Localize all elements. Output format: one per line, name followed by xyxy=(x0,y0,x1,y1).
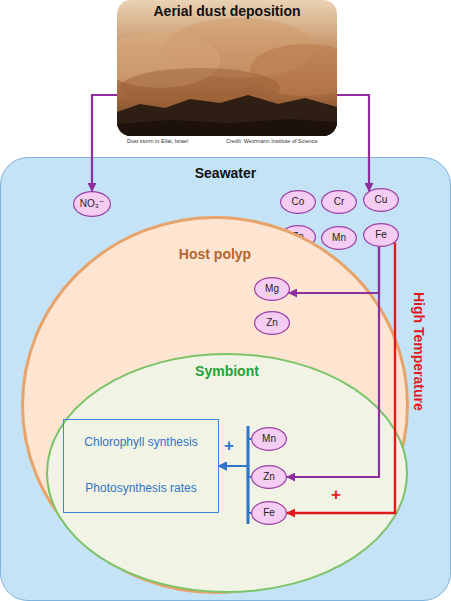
ion-symbol: Fe xyxy=(251,507,287,519)
ion-symbol: Cr xyxy=(321,196,357,208)
ion-circle: NO₃⁻ xyxy=(73,191,111,217)
ion-symbol: Zn xyxy=(254,317,290,329)
ion-circle-shape xyxy=(364,224,399,247)
ion-circle-shape xyxy=(252,428,287,451)
ion-circle-shape xyxy=(74,192,111,217)
ion-symbol: Zn xyxy=(251,471,287,483)
ion-symbol: NO₃⁻ xyxy=(73,198,111,210)
ion-circle: Fe xyxy=(363,223,399,247)
ion-symbol: Mn xyxy=(251,433,287,445)
ion-circle-shape xyxy=(252,502,287,525)
ground-silhouette xyxy=(117,95,337,136)
ion-symbol: Mn xyxy=(321,232,357,244)
effect-sign: + xyxy=(331,486,341,505)
ion-circle: Mn xyxy=(251,427,287,451)
process-text: Chlorophyll synthesis xyxy=(64,436,218,450)
flow-arrow xyxy=(219,466,251,513)
ion-circle: Cu xyxy=(363,188,399,212)
flow-arrow xyxy=(287,243,395,513)
ion-circle: Zn xyxy=(254,311,290,335)
ion-circle-shape xyxy=(364,189,399,212)
host-polyp-circle: MgZnChlorophyll synthesisPhotosynthesis … xyxy=(21,216,409,594)
ion-circle: Mn xyxy=(321,226,357,250)
symbiont-circle-shape xyxy=(47,354,407,592)
ion-circle: Cr xyxy=(321,190,357,214)
flow-arrow xyxy=(337,95,369,191)
symbiont-circle-outline xyxy=(46,353,408,593)
effect-sign: + xyxy=(224,437,234,456)
ion-symbol: Co xyxy=(280,196,316,208)
flow-arrow xyxy=(219,466,251,477)
ion-circle: Co xyxy=(280,190,316,214)
process-text: Photosynthesis rates xyxy=(64,482,218,496)
flow-arrow xyxy=(92,95,117,191)
symbiont-circle: Chlorophyll synthesisPhotosynthesis rate… xyxy=(46,353,408,593)
region-title: Seawater xyxy=(1,165,450,181)
condition-label: High Temperature xyxy=(411,292,426,411)
flow-arrow xyxy=(289,247,379,293)
ion-circle: Fe xyxy=(251,501,287,525)
ion-circle-shape xyxy=(255,312,290,335)
region-title: Aerial dust deposition xyxy=(117,3,337,19)
region-title: Symbiont xyxy=(46,363,408,379)
host-polyp-circle-shape xyxy=(23,218,408,593)
ion-circle-shape xyxy=(322,227,357,250)
ion-circle: Zn xyxy=(251,465,287,489)
ion-symbol: Cu xyxy=(363,194,399,206)
dust-storm-photo xyxy=(117,0,337,136)
ion-symbol: Mg xyxy=(254,283,290,295)
ion-symbol: Fe xyxy=(363,229,399,241)
flow-arrow xyxy=(219,439,251,466)
photo-credit: Credit: Weizmann Institute of Science xyxy=(226,138,318,144)
seawater-region: NO₃⁻CoCrCuZnMnFeMgZnChlorophyll synthesi… xyxy=(0,157,451,601)
ion-circle-shape xyxy=(255,278,290,301)
ground-shadow xyxy=(117,119,337,136)
ion-circle-shape xyxy=(252,466,287,489)
photo-caption: Dust storm in Eilat, Israel xyxy=(127,138,188,144)
ion-circle: Mg xyxy=(254,277,290,301)
ion-circle-shape xyxy=(281,191,316,214)
photo-box: Aerial dust deposition xyxy=(117,0,337,136)
ion-circle-shape xyxy=(322,191,357,214)
flow-arrow xyxy=(287,247,379,477)
bracket-bar xyxy=(247,426,250,524)
region-title: Host polyp xyxy=(21,246,409,262)
process-box: Chlorophyll synthesisPhotosynthesis rate… xyxy=(63,419,219,513)
